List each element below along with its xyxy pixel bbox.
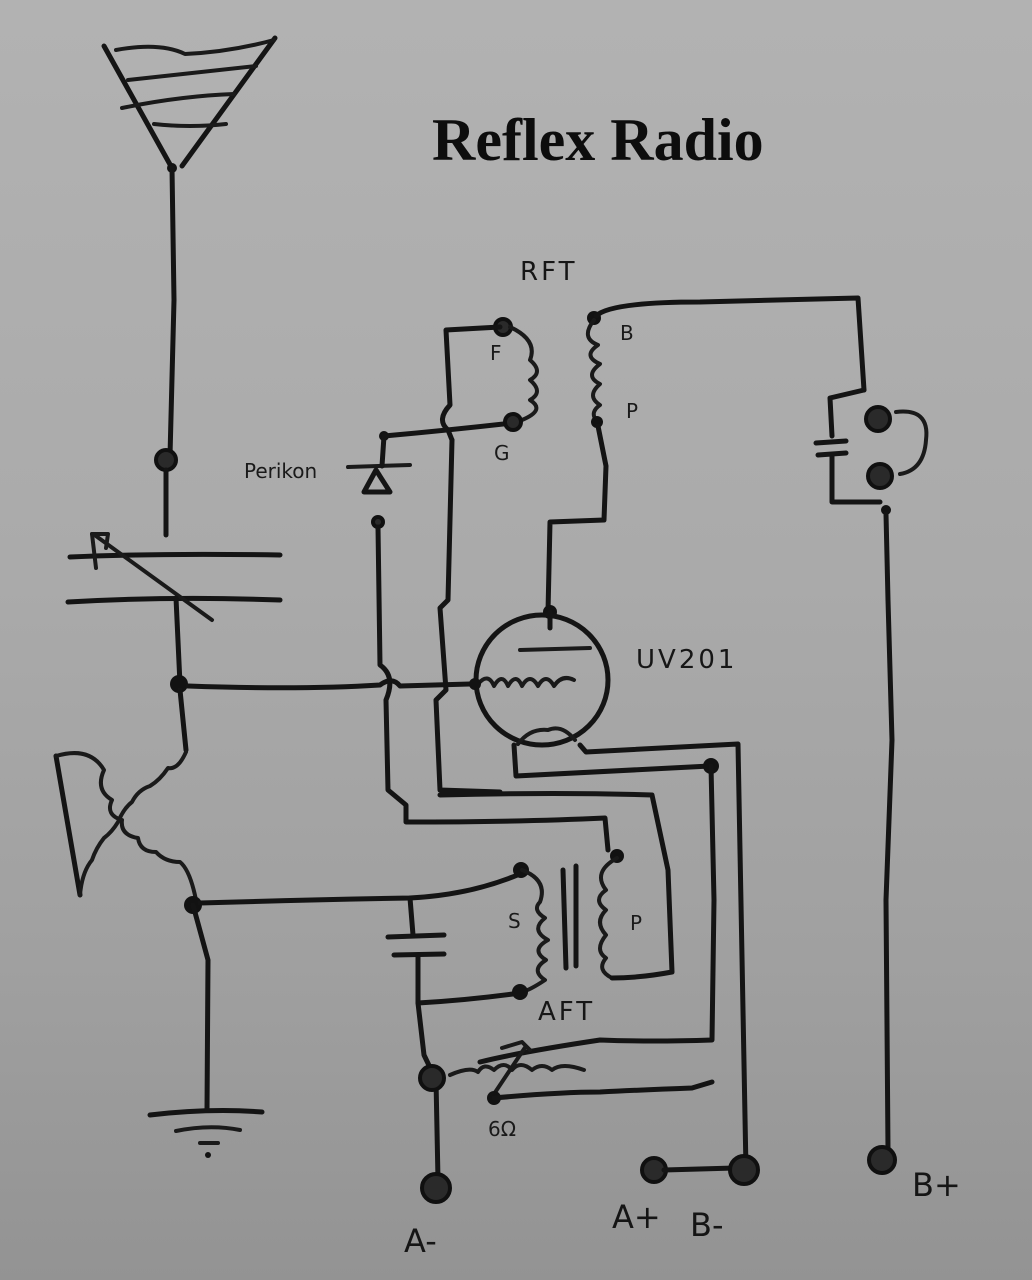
- ground-icon: [147, 1108, 265, 1158]
- terminal-b-minus-label: B-: [690, 1206, 724, 1244]
- diode-icon: [346, 431, 412, 529]
- crystal-detector-label: Perikon: [244, 459, 317, 483]
- terminal-a-plus-label: A+: [612, 1198, 661, 1236]
- diagram-title: Reflex Radio: [432, 107, 764, 173]
- rf-primary-terminal-b: B: [620, 321, 634, 345]
- ground-lead-wire: [190, 902, 211, 1113]
- antenna-lead-wire: [167, 165, 177, 459]
- rf-transformer-primary: [586, 311, 603, 428]
- grid-input-wire: [185, 678, 473, 691]
- rf-primary-b-to-phones-wire: [593, 295, 867, 393]
- filament-wire-a: [511, 742, 713, 779]
- rf-secondary-return-wire: [433, 437, 503, 795]
- filament-wire-b: [577, 741, 749, 1173]
- antenna-icon: [101, 35, 278, 173]
- phones-to-b-plus-wire: [883, 511, 895, 1153]
- antenna-binding-post: [154, 448, 178, 472]
- rf-secondary-terminal-f: F: [490, 341, 502, 365]
- rheostat-icon: [448, 1040, 715, 1105]
- bypass-cap-bottom-wire: [415, 952, 523, 1006]
- tube-label: UV201: [636, 645, 737, 675]
- a-plus-b-minus-link: [661, 1165, 738, 1173]
- capacitor-to-junction-wire: [173, 595, 183, 687]
- af-transformer-primary-label: P: [630, 911, 642, 935]
- terminal-a-minus-label: A-: [404, 1222, 437, 1260]
- rheostat-junction-post: [418, 1064, 446, 1092]
- bypass-cap-top-wire: [407, 895, 416, 938]
- rheostat-label: 6Ω: [488, 1117, 516, 1141]
- af-transformer-icon: [437, 791, 675, 1000]
- rf-secondary-terminal-g: G: [494, 441, 510, 465]
- terminal-b-plus-label: B+: [912, 1166, 961, 1204]
- terminal-b-minus[interactable]: [728, 1154, 760, 1186]
- triode-tube-icon: [469, 605, 611, 748]
- variable-capacitor-icon: [65, 532, 283, 622]
- terminal-b-plus[interactable]: [867, 1145, 897, 1175]
- junction-to-variometer-wire: [177, 687, 189, 753]
- variometer-coil-icon: [53, 750, 198, 902]
- capacitor-icon: [385, 932, 447, 958]
- detector-to-af-primary-wire: [375, 524, 611, 853]
- rf-transformer-secondary: [440, 317, 539, 443]
- headphone-jack-icon: [813, 387, 929, 515]
- junction-dot: [170, 675, 188, 693]
- af-transformer-label: AFT: [538, 997, 595, 1027]
- rf-transformer-label: RFT: [520, 257, 577, 287]
- af-transformer-secondary-label: S: [508, 909, 521, 933]
- filament-wire-a-down: [477, 763, 717, 1065]
- afT-secondary-top-wire: [197, 871, 523, 906]
- rf-primary-to-plate-wire: [545, 423, 609, 615]
- terminal-a-minus[interactable]: [420, 1172, 452, 1204]
- rf-primary-terminal-p: P: [626, 399, 638, 423]
